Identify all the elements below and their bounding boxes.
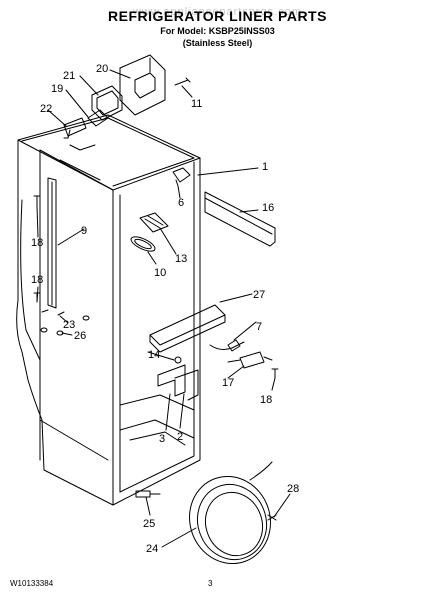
leader-lines [36,69,291,548]
shelf-rail [47,177,57,309]
light-lens [130,236,156,252]
callout-6: 6 [178,197,184,209]
callout-20: 20 [96,63,108,75]
switch-wire [209,339,245,352]
callout-16: 16 [262,202,274,214]
mounting-brackets [157,364,199,401]
callout-18-top: 18 [31,237,43,249]
callout-17: 17 [222,377,234,389]
callout-labels: 1 2 3 6 7 9 10 11 13 14 16 17 18 18 18 1… [31,63,299,555]
callout-28: 28 [287,483,299,495]
callout-14: 14 [148,349,160,361]
watermark: www.appliancepartspros.com [132,6,303,18]
document-number: W10133384 [10,579,54,588]
callout-27: 27 [253,289,265,301]
screw-14 [174,356,182,364]
page-number: 3 [208,579,213,588]
callout-19: 19 [51,83,63,95]
water-tubing [189,461,273,565]
callout-13: 13 [175,253,187,265]
vent-grille [139,212,169,233]
wire-harness [227,351,273,369]
callout-11: 11 [191,98,202,110]
callout-2: 2 [177,431,183,443]
callout-10: 10 [154,267,166,279]
liner-shell [16,114,201,506]
callout-21: 21 [63,70,75,82]
air-deflector [149,304,226,353]
callout-22: 22 [40,103,52,115]
screws-18 [33,195,279,379]
callout-3: 3 [159,433,165,445]
header: REFRIGERATOR LINER PARTS For Model: KSBP… [0,8,435,48]
callout-1: 1 [262,161,268,173]
callout-7: 7 [256,321,262,333]
callout-24: 24 [146,543,158,555]
variant-line: (Stainless Steel) [182,38,253,48]
callout-18-right: 18 [260,394,272,406]
model-line: For Model: KSBP25INSS03 [160,26,275,36]
lamp-socket [172,167,191,187]
callout-9: 9 [81,225,87,237]
page-title: REFRIGERATOR LINER PARTS [108,8,327,24]
callout-23: 23 [63,319,75,331]
dispenser-assembly [63,54,191,139]
tube-fitting-25 [135,490,161,498]
control-cover [204,191,276,247]
callout-26: 26 [74,330,86,342]
callout-18-mid: 18 [31,274,43,286]
callout-25: 25 [143,518,155,530]
